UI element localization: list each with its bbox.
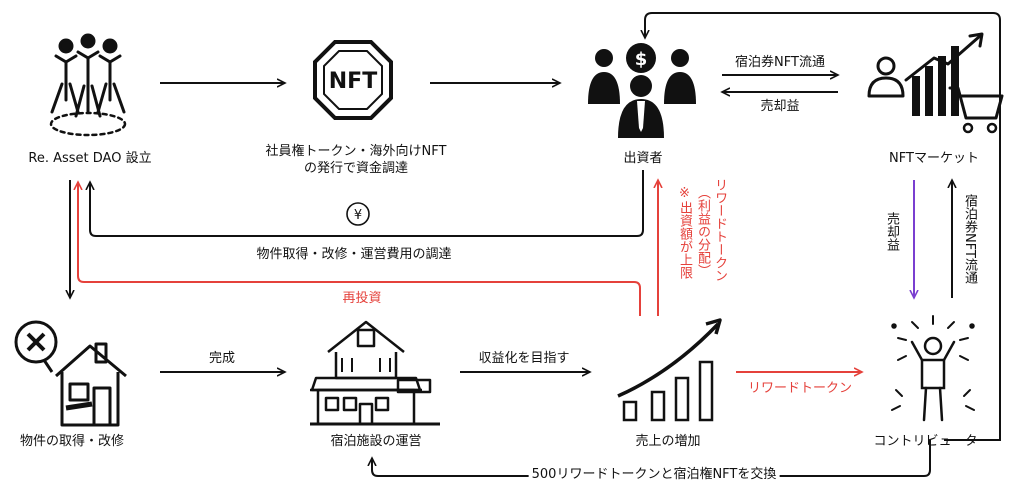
edge-label-contrib-nft: 宿泊券NFT流通: [962, 194, 977, 284]
nft-octagon-icon: NFT: [313, 40, 393, 120]
edge-label-reinvest: 再投資: [342, 291, 382, 306]
node-label-sales: 売上の増加: [635, 434, 701, 449]
svg-text:¥: ¥: [354, 208, 362, 223]
growth-chart-icon: [617, 318, 722, 422]
edge-label-sale-profit: 売却益: [760, 99, 800, 114]
market-chart-cart-icon: [867, 32, 1004, 134]
edge-label-reward-col3: ※出資額が上限: [677, 186, 692, 279]
node-label-investor: 出資者: [623, 151, 663, 166]
svg-text:NFT: NFT: [329, 69, 377, 94]
arrow-loop-contributor-to-investor: [645, 12, 1001, 441]
edge-label-funding: 物件取得・改修・運営費用の調達: [256, 247, 452, 262]
edge-label-complete: 完成: [208, 351, 236, 366]
arrow-reinvest: [78, 182, 641, 316]
edge-label-monetize: 収益化を目指す: [478, 351, 570, 366]
edge-label-market-profit: 売却益: [884, 212, 899, 251]
node-label-contributor: コントリビューター: [873, 434, 991, 449]
node-label-market: NFTマーケット: [889, 151, 979, 166]
celebrating-person-icon: [891, 315, 975, 422]
edge-label-reward-to-contrib: リワードトークン: [747, 381, 853, 396]
house-repair-icon: [14, 320, 127, 427]
investor-dollar-icon: $: [588, 43, 696, 138]
node-label-nft-issue-line2: の発行で資金調達: [303, 161, 409, 176]
hotel-building-icon: [310, 320, 440, 426]
svg-text:$: $: [635, 49, 648, 70]
node-label-nft-issue-line1: 社員権トークン・海外向けNFT: [265, 144, 447, 159]
edge-label-reward-col1: リワードトークン: [712, 178, 727, 282]
edge-label-nft-distribution: 宿泊券NFT流通: [735, 55, 825, 70]
node-label-lodging: 宿泊施設の運営: [330, 434, 422, 449]
node-label-acquire: 物件の取得・改修: [19, 434, 125, 449]
arrow-funding: [90, 170, 644, 237]
edge-label-exchange: 500リワードトークンと宿泊権NFTを交換: [528, 466, 780, 483]
yen-coin-icon: ¥: [346, 202, 370, 226]
people-circle-icon: [49, 33, 127, 137]
edge-label-reward-col2: （利益の分配）: [695, 186, 710, 277]
node-label-dao: Re. Asset DAO 設立: [28, 151, 152, 166]
